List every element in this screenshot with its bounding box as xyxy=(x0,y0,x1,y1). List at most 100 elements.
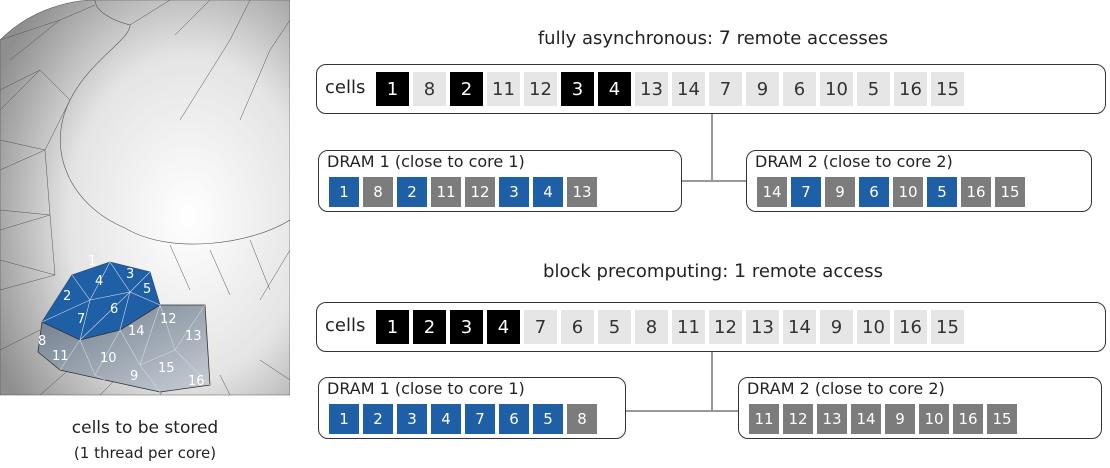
dram-1-cell-3: 3 xyxy=(499,177,529,207)
cell-4: 4 xyxy=(598,72,631,106)
cell-3: 3 xyxy=(450,310,483,344)
cell-9: 9 xyxy=(820,310,853,344)
cell-9: 9 xyxy=(746,72,779,106)
cell-15: 15 xyxy=(931,310,964,344)
cell-4: 4 xyxy=(487,310,520,344)
cell-6: 6 xyxy=(561,310,594,344)
memory-connector-horizontal xyxy=(682,180,747,182)
memory-connector-vertical xyxy=(711,114,713,181)
cell-7: 7 xyxy=(709,72,742,106)
cell-13: 13 xyxy=(746,310,779,344)
mesh-label-2: 2 xyxy=(63,289,71,304)
dram-1-cell-2: 2 xyxy=(397,177,427,207)
memory-connector-vertical xyxy=(711,352,713,412)
mesh-label-6: 6 xyxy=(110,302,118,317)
scenario-title-prefix: fully asynchronous: xyxy=(537,28,714,49)
dram-2-cell-14: 14 xyxy=(757,177,787,207)
cell-10: 10 xyxy=(857,310,890,344)
scenario-title-async: fully asynchronous: 7 remote accesses xyxy=(316,27,1110,49)
mesh-caption: cells to be stored xyxy=(71,418,219,438)
cell-10: 10 xyxy=(820,72,853,106)
mesh-label-3: 3 xyxy=(126,267,134,282)
mesh-label-11: 11 xyxy=(52,349,69,364)
dram-2-cell-9: 9 xyxy=(825,177,855,207)
remote-access-count: 1 xyxy=(734,260,747,282)
dram-1-cell-13: 13 xyxy=(567,177,597,207)
dram-2-cell-16: 16 xyxy=(961,177,991,207)
mesh-label-13: 13 xyxy=(185,329,202,344)
scenario-title-block: block precomputing: 1 remote access xyxy=(316,260,1110,282)
mesh-caption-subtitle: (1 thread per core) xyxy=(73,444,217,462)
cell-2: 2 xyxy=(413,310,446,344)
cell-16: 16 xyxy=(894,72,927,106)
cells-label: cells xyxy=(325,315,366,336)
cells-label: cells xyxy=(325,77,366,98)
memory-connector-horizontal xyxy=(626,410,738,412)
cell-14: 14 xyxy=(672,72,705,106)
mesh-wireframe xyxy=(0,0,290,396)
cell-3: 3 xyxy=(561,72,594,106)
dram-2-title: DRAM 2 (close to core 2) xyxy=(755,152,953,171)
cell-1: 1 xyxy=(376,310,409,344)
dram-2-cell-6: 6 xyxy=(859,177,889,207)
torus-mesh-illustration: 1 2 3 4 5 6 7 8 9 10 11 12 13 14 15 16 xyxy=(0,0,290,396)
mesh-label-9: 9 xyxy=(130,369,138,384)
cell-6: 6 xyxy=(783,72,816,106)
dram-1-cell-7: 7 xyxy=(465,404,495,434)
scenario-title-prefix: block precomputing: xyxy=(543,261,729,282)
mesh-label-15: 15 xyxy=(158,361,175,376)
dram-2-cell-15: 15 xyxy=(987,404,1017,434)
remote-access-count: 7 xyxy=(718,27,731,49)
mesh-cell-labels: 1 2 3 4 5 6 7 8 9 10 11 12 13 14 15 16 xyxy=(38,254,205,389)
dram-1-cell-8: 8 xyxy=(567,404,597,434)
dram-2-cell-10: 10 xyxy=(893,177,923,207)
mesh-label-4: 4 xyxy=(95,274,103,289)
cell-5: 5 xyxy=(857,72,890,106)
dram-2-cell-16: 16 xyxy=(953,404,983,434)
cell-2: 2 xyxy=(450,72,483,106)
dram-2-cell-12: 12 xyxy=(783,404,813,434)
cell-12: 12 xyxy=(524,72,557,106)
dram-1-cell-5: 5 xyxy=(533,404,563,434)
dram-1-title: DRAM 1 (close to core 1) xyxy=(327,152,525,171)
mesh-label-10: 10 xyxy=(100,351,117,366)
dram-2-cell-13: 13 xyxy=(817,404,847,434)
dram-1-cell-8: 8 xyxy=(363,177,393,207)
cell-7: 7 xyxy=(524,310,557,344)
dram-2-cell-9: 9 xyxy=(885,404,915,434)
cell-5: 5 xyxy=(598,310,631,344)
mesh-label-5: 5 xyxy=(143,282,151,297)
mesh-label-8: 8 xyxy=(38,334,46,349)
cell-12: 12 xyxy=(709,310,742,344)
cell-8: 8 xyxy=(635,310,668,344)
dram-1-cell-1: 1 xyxy=(329,404,359,434)
dram-1-title: DRAM 1 (close to core 1) xyxy=(327,379,525,398)
cell-11: 11 xyxy=(487,72,520,106)
scenario-title-suffix: remote access xyxy=(751,261,883,282)
dram-1-cell-12: 12 xyxy=(465,177,495,207)
dram-2-title: DRAM 2 (close to core 2) xyxy=(747,379,945,398)
cell-16: 16 xyxy=(894,310,927,344)
scenario-title-suffix: remote accesses xyxy=(736,28,889,49)
dram-2-cell-7: 7 xyxy=(791,177,821,207)
dram-1-cell-4: 4 xyxy=(431,404,461,434)
cell-14: 14 xyxy=(783,310,816,344)
mesh-label-14: 14 xyxy=(128,324,145,339)
cell-11: 11 xyxy=(672,310,705,344)
mesh-label-16: 16 xyxy=(188,374,205,389)
dram-1-cell-11: 11 xyxy=(431,177,461,207)
dram-2-cell-10: 10 xyxy=(919,404,949,434)
mesh-label-12: 12 xyxy=(160,312,177,327)
dram-1-cell-6: 6 xyxy=(499,404,529,434)
dram-1-cell-1: 1 xyxy=(329,177,359,207)
